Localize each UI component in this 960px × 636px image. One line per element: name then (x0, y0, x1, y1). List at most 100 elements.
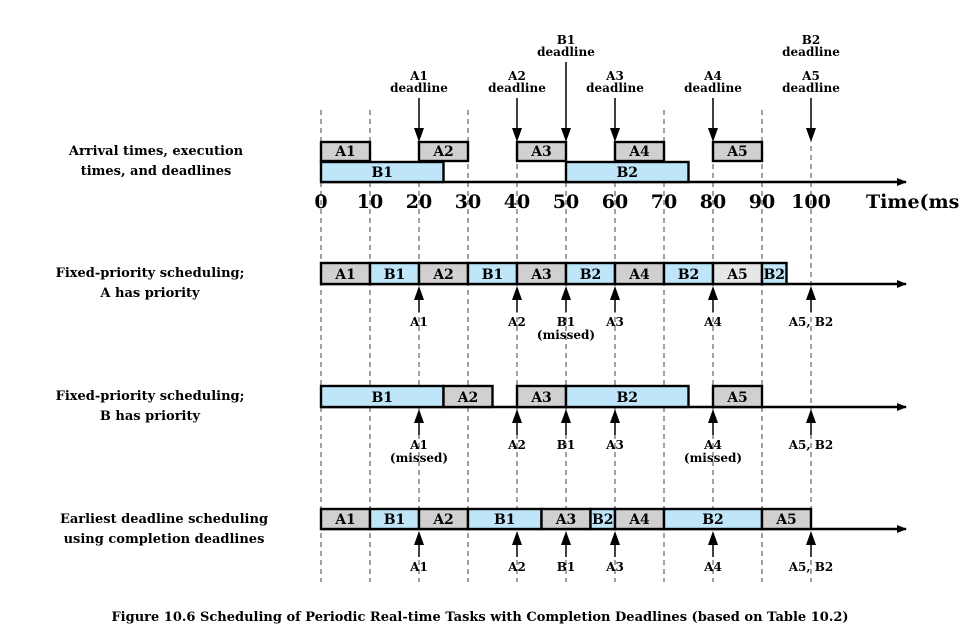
tick-label: 60 (602, 191, 628, 213)
arrival-block-a5-label: A5 (726, 144, 748, 160)
arrival-arrow-head (708, 531, 718, 545)
arrival-block-a3-label: A3 (530, 144, 552, 160)
tick-label: 30 (455, 191, 481, 213)
schedule-marker-text: A4 (703, 438, 722, 452)
schedule-3-block-a1-label: A1 (334, 512, 356, 528)
deadline-arrow-head (561, 128, 571, 142)
time-unit-label: Time(ms) (866, 191, 960, 213)
schedule-marker-text: A5, B2 (788, 315, 834, 329)
schedule-marker-text: A4 (703, 560, 722, 574)
tick-label: 10 (357, 191, 383, 213)
deadline-marker-text: A5 (801, 69, 820, 83)
arrival-arrow-head (512, 286, 522, 300)
deadline-marker-text: A2 (507, 69, 526, 83)
tick-label: 20 (406, 191, 432, 213)
schedule-1-block-b1-label: B1 (482, 267, 504, 283)
schedule-2-block-a2-label: A2 (457, 390, 479, 406)
schedule-marker-text: A2 (507, 438, 526, 452)
arrival-block-a5 (711, 140, 764, 163)
arrival-block-a4-label: A4 (628, 144, 650, 160)
schedule-3-block-b2-label: B2 (702, 512, 724, 528)
schedule-1-block-b2-label: B2 (763, 267, 785, 283)
row-label-line: Fixed-priority scheduling; (55, 389, 245, 404)
arrival-arrow-head (512, 531, 522, 545)
schedule-3-block-a3-label: A3 (555, 512, 577, 528)
deadline-arrow-head (708, 128, 718, 142)
schedule-marker-text: A4 (703, 315, 722, 329)
schedule-marker-text: A5, B2 (788, 560, 834, 574)
schedule-2-block-a5-label: A5 (726, 390, 748, 406)
schedule-marker-text: (missed) (684, 451, 742, 465)
schedule-2-block-b2 (564, 384, 690, 409)
deadline-marker-text: deadline (684, 81, 742, 95)
row-label-line: Arrival times, execution (68, 144, 244, 159)
row-label-line: Earliest deadline scheduling (59, 512, 269, 527)
arrival-block-a1-label: A1 (334, 144, 356, 160)
schedule-marker-text: A2 (507, 560, 526, 574)
schedule-1-block-b2-label: B2 (580, 267, 602, 283)
schedule-marker-text: B1 (557, 438, 576, 452)
arrival-block-b1 (319, 160, 445, 184)
schedule-1-block-a5-label: A5 (726, 267, 748, 283)
arrival-block-b1-label: B1 (371, 165, 393, 181)
schedule-2-block-a3-label: A3 (530, 390, 552, 406)
row-label-fixed-b-priority: Fixed-priority scheduling; B has priorit… (20, 387, 280, 427)
arrival-arrow-head (414, 286, 424, 300)
tick-label: 70 (651, 191, 677, 213)
arrival-block-b2-label: B2 (616, 165, 638, 181)
schedule-marker-text: A5, B2 (788, 438, 834, 452)
schedule-1-block-a1-label: A1 (334, 267, 356, 283)
schedule-marker-text: A1 (409, 438, 428, 452)
row-label-line: A has priority (100, 286, 200, 301)
schedule-marker-text: A3 (605, 560, 624, 574)
arrival-arrow-head (610, 531, 620, 545)
arrival-block-b2 (564, 160, 690, 184)
tick-label: 100 (791, 191, 831, 213)
deadline-marker-text: deadline (782, 81, 840, 95)
deadline-marker-text: B2 (802, 33, 821, 47)
schedule-marker-text: A1 (409, 560, 428, 574)
deadline-marker-text: deadline (537, 45, 595, 59)
schedule-marker-text: (missed) (390, 451, 448, 465)
arrival-arrow-head (414, 409, 424, 423)
deadline-marker-text: deadline (782, 45, 840, 59)
schedule-marker-text: (missed) (537, 328, 595, 342)
arrival-arrow-head (708, 409, 718, 423)
row-label-earliest-deadline: Earliest deadline scheduling using compl… (34, 510, 294, 550)
deadline-marker-text: deadline (586, 81, 644, 95)
deadline-marker-text: A4 (703, 69, 722, 83)
arrival-arrow-head (610, 409, 620, 423)
schedule-3-block-a2-label: A2 (432, 512, 454, 528)
tick-label: 50 (553, 191, 579, 213)
tick-label: 80 (700, 191, 726, 213)
arrival-arrow-head (708, 286, 718, 300)
arrival-arrow-head (512, 409, 522, 423)
schedule-3-block-b2-label: B2 (592, 512, 614, 528)
tick-label: 0 (314, 191, 327, 213)
deadline-arrow-head (414, 128, 424, 142)
deadline-marker-text: A1 (409, 69, 428, 83)
deadline-arrow-head (512, 128, 522, 142)
schedule-marker-text: B1 (557, 560, 576, 574)
row-label-line: B has priority (99, 409, 201, 424)
schedule-3-block-a5 (760, 507, 813, 531)
schedule-marker-text: A1 (409, 315, 428, 329)
schedule-marker-text: A3 (605, 438, 624, 452)
deadline-arrow-head (610, 128, 620, 142)
schedule-1-block-b2-label: B2 (678, 267, 700, 283)
schedule-2-block-a5 (711, 384, 764, 409)
row-label-fixed-a-priority: Fixed-priority scheduling; A has priorit… (20, 264, 280, 304)
schedule-marker-text: A2 (507, 315, 526, 329)
row-label-line: using completion deadlines (63, 532, 265, 547)
tick-label: 90 (749, 191, 775, 213)
arrival-arrow-head (561, 286, 571, 300)
schedule-2-block-a2 (442, 384, 494, 409)
deadline-arrow-head (806, 128, 816, 142)
arrival-arrow-head (806, 286, 816, 300)
schedule-2-block-b2-label: B2 (616, 390, 638, 406)
schedule-1-block-a2-label: A2 (432, 267, 454, 283)
schedule-1-block-b2 (760, 261, 788, 286)
deadline-marker-text: B1 (557, 33, 576, 47)
schedule-marker-text: B1 (557, 315, 576, 329)
